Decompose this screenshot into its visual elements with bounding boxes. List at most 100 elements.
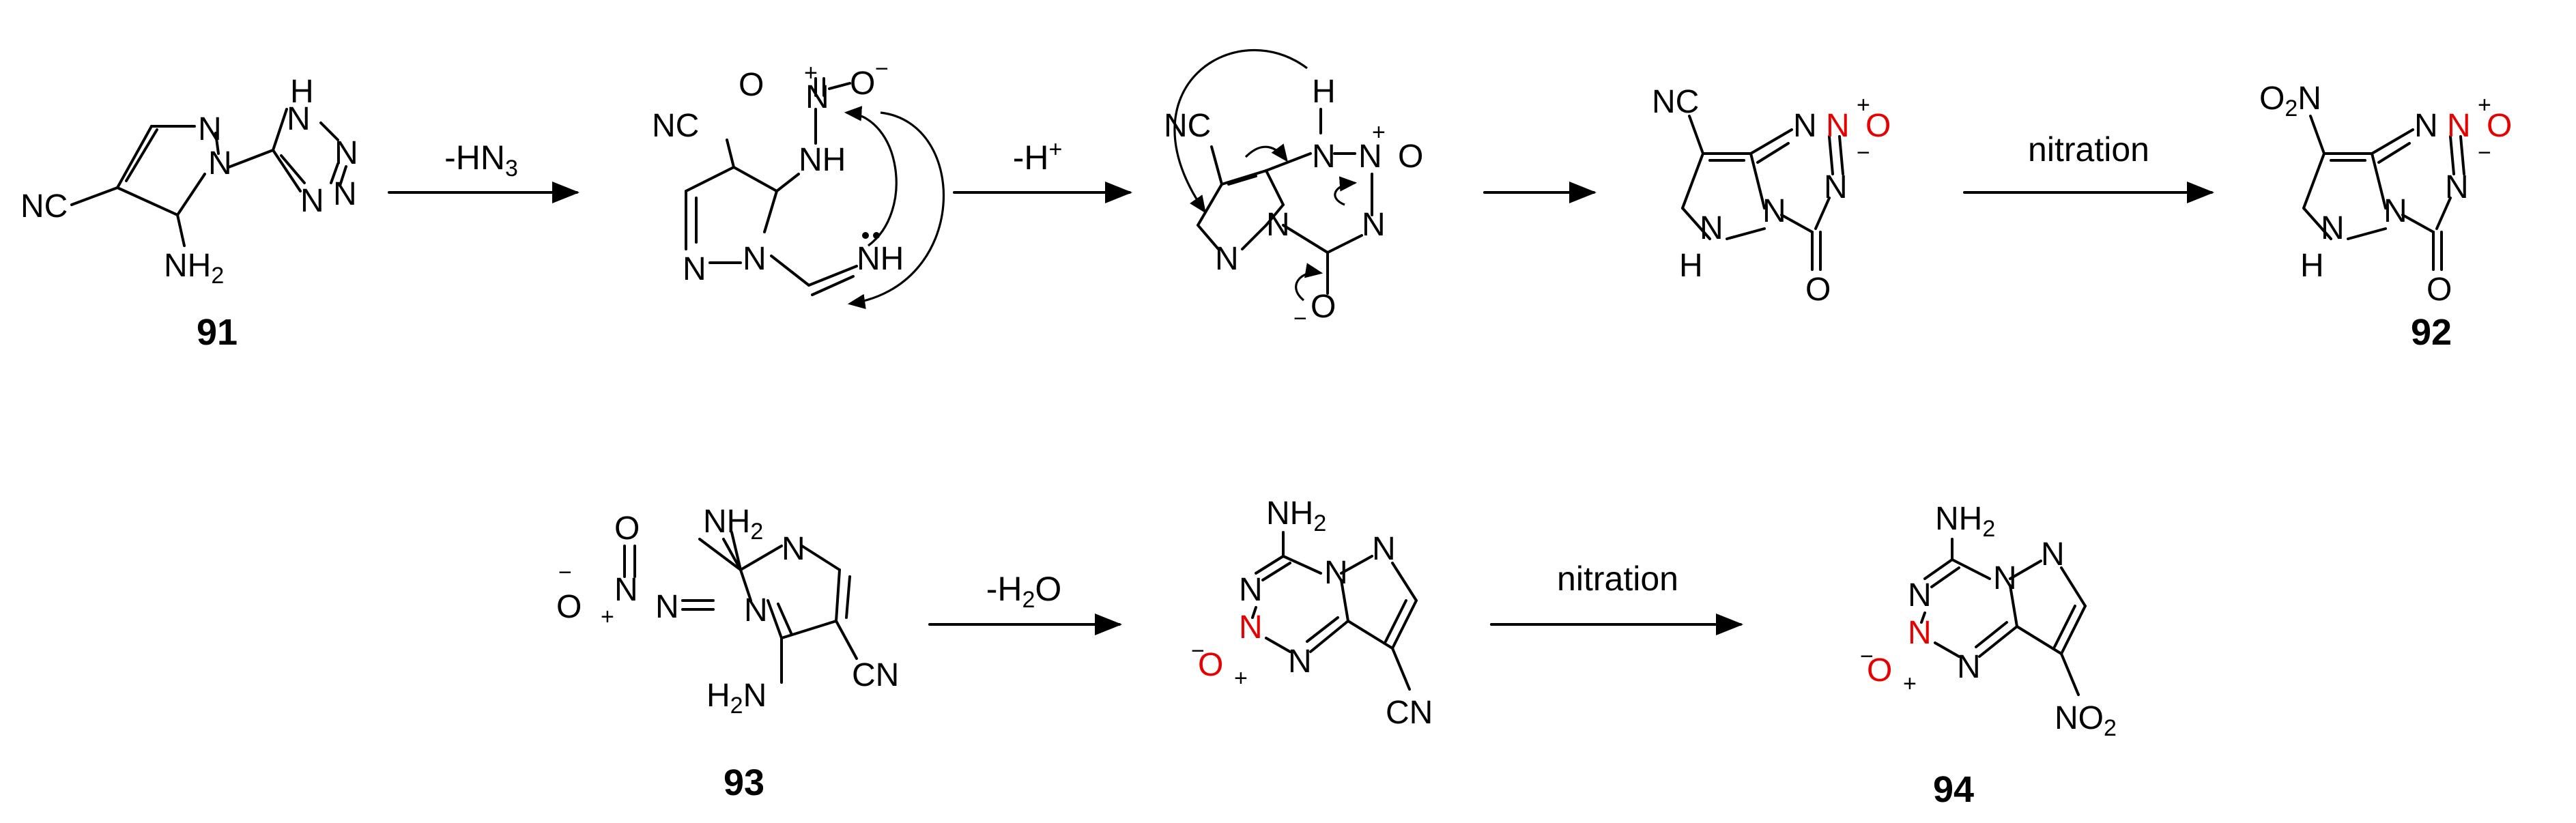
atom-94-N: N	[2041, 536, 2065, 573]
atom-int1-O-minus: O	[850, 66, 875, 102]
compound-label-91: 91	[197, 312, 238, 353]
charge-plus: +	[1372, 119, 1386, 145]
atom-int2-N: N	[1312, 139, 1336, 175]
charge-minus: −	[1191, 638, 1205, 664]
atom-92-O: O	[2427, 272, 2452, 308]
compound-label-93: 93	[724, 762, 764, 803]
electron-pushing-arrow	[1173, 49, 1308, 214]
intermediate-4-structure	[1251, 531, 1418, 691]
atom-91-N1: N	[208, 145, 232, 182]
atom-int3-N-H: N	[1700, 210, 1723, 246]
atom-94-O: O	[1867, 652, 1892, 689]
condition-step6: nitration	[1557, 560, 1678, 598]
atom-94-N-oxide: N	[1908, 615, 1932, 651]
compound-label-94: 94	[1933, 769, 1974, 810]
atom-91-H: H	[290, 74, 314, 110]
atom-94-NO2: NO2	[2055, 700, 2117, 741]
atom-92-N: N	[2445, 169, 2469, 205]
atom-91-NH: N	[287, 101, 311, 137]
atom-int2-H: H	[1312, 74, 1336, 110]
atom-94-N: N	[1993, 560, 2017, 596]
atom-92-N-H: N	[2321, 210, 2345, 246]
atom-int1-N: N	[743, 241, 767, 277]
atom-92-H: H	[2300, 248, 2324, 284]
intermediate-1-structure	[685, 77, 858, 296]
atom-94-NH2: NH2	[1935, 501, 1995, 542]
atom-int2-N: N	[1362, 207, 1386, 243]
atom-94-N: N	[1908, 577, 1932, 613]
condition-step1: -HN3	[444, 139, 518, 182]
compound-93-structure	[623, 531, 858, 684]
atom-int2-N: N	[1215, 241, 1239, 277]
atom-int2-O-minus: O	[1311, 289, 1336, 325]
atom-int1-O: O	[739, 67, 764, 103]
atom-int1-NH: NH	[799, 142, 846, 178]
atom-int3-H: H	[1679, 248, 1703, 284]
atom-int1-N-nitro: N	[805, 79, 829, 115]
atom-93-N1: N	[744, 592, 768, 629]
atom-int2-O: O	[1398, 139, 1423, 175]
compound-92-structure	[2302, 115, 2465, 271]
atom-93-N: N	[655, 589, 679, 625]
atom-int1-NH-imine: NH	[857, 241, 904, 277]
atom-int1-NC: NC	[652, 108, 699, 144]
charge-minus: −	[1293, 306, 1307, 332]
atom-92-O2N: O2N	[2259, 81, 2321, 121]
charge-plus: +	[2478, 92, 2491, 118]
atom-91-NH2: NH2	[164, 248, 224, 289]
intermediate-2-structure	[1197, 108, 1373, 295]
intermediate-3-structure	[1681, 115, 1844, 271]
atom-int2-N: N	[1266, 207, 1290, 243]
charge-minus: −	[875, 56, 889, 82]
charge-plus: +	[1903, 671, 1917, 697]
electron-pushing-arrow	[1295, 263, 1323, 302]
condition-step2: -H+	[1013, 136, 1063, 177]
atom-int2-NC: NC	[1164, 108, 1211, 144]
atom-91-N: N	[333, 176, 357, 212]
charge-minus: −	[558, 560, 572, 586]
charge-plus: +	[1857, 92, 1870, 118]
charge-minus: −	[1857, 140, 1870, 166]
atom-int4-N: N	[1372, 531, 1396, 567]
atom-91-N: N	[300, 183, 324, 219]
condition-step4: nitration	[2028, 130, 2149, 169]
atom-int4-N-oxide: N	[1239, 609, 1263, 646]
compound-91-structure	[70, 108, 347, 247]
electron-pushing-arrow	[1244, 143, 1288, 162]
atom-int3-N: N	[1793, 108, 1817, 144]
atom-int3-N-oxide: N	[1826, 108, 1850, 144]
charge-plus: +	[1234, 665, 1248, 691]
atom-91-NC: NC	[20, 188, 68, 225]
atom-int1-N: N	[683, 251, 706, 287]
atom-94-N: N	[1957, 649, 1981, 685]
atom-92-N: N	[2384, 193, 2407, 229]
charge-minus: −	[1860, 644, 1874, 669]
atom-int4-N: N	[1288, 644, 1312, 680]
atom-int3-O: O	[1865, 108, 1891, 144]
atom-int4-NH2: NH2	[1266, 495, 1326, 536]
atom-int4-N: N	[1239, 572, 1263, 608]
atom-int4-N: N	[1324, 555, 1348, 591]
atom-92-N-oxide: N	[2447, 108, 2471, 144]
charge-plus: +	[601, 604, 614, 630]
atom-93-NH2: NH2	[703, 504, 763, 545]
atom-int3-NC: NC	[1652, 84, 1699, 120]
atom-int4-CN: CN	[1386, 695, 1433, 731]
charge-plus: +	[804, 60, 818, 86]
atom-93-O-minus: O	[556, 589, 582, 625]
atom-93-H2N: H2N	[706, 678, 767, 719]
atom-93-CN: CN	[852, 657, 899, 693]
atom-int2-N: N	[1358, 139, 1382, 175]
atom-int3-O: O	[1805, 272, 1831, 308]
atom-int4-O: O	[1198, 647, 1223, 683]
charge-minus: −	[2478, 140, 2491, 166]
compound-94-structure	[1920, 538, 2087, 696]
atom-93-N: N	[614, 572, 638, 608]
atom-93-N2: N	[782, 531, 805, 567]
condition-step5: -H2O	[986, 570, 1062, 613]
atom-91-N: N	[334, 135, 358, 171]
atom-93-O: O	[614, 510, 640, 547]
atom-92-N: N	[2414, 108, 2438, 144]
atom-92-O: O	[2487, 108, 2512, 144]
